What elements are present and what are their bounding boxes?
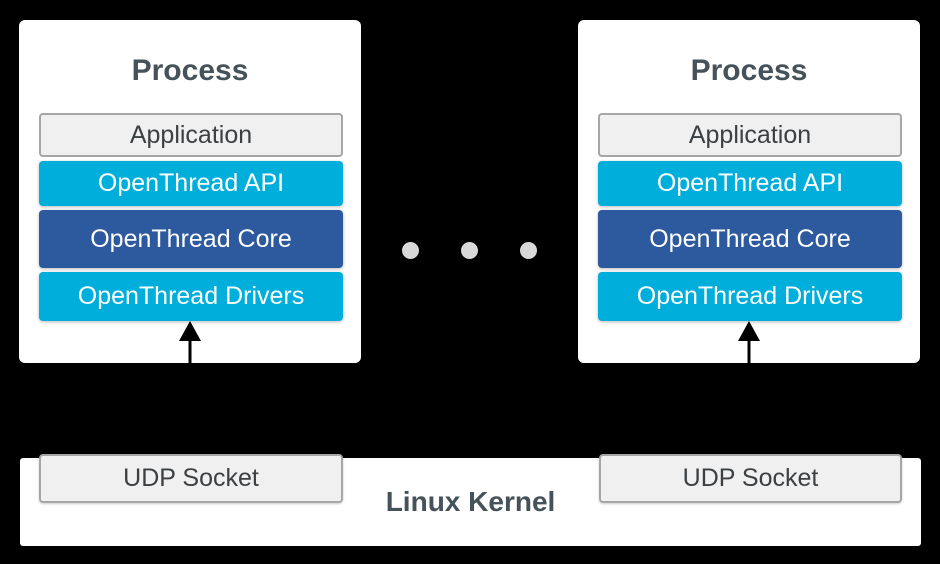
linux-kernel-bar: Linux Kernel UDP Socket UDP Socket xyxy=(20,454,921,546)
ellipsis-dots xyxy=(402,242,537,259)
process-card-right: Process Application OpenThread API OpenT… xyxy=(578,20,920,363)
layer-openthread-core: OpenThread Core xyxy=(598,210,902,268)
layer-openthread-drivers: OpenThread Drivers xyxy=(598,272,902,321)
udp-socket-left: UDP Socket xyxy=(39,454,343,503)
process-title: Process xyxy=(690,54,808,87)
layer-openthread-api: OpenThread API xyxy=(39,161,343,206)
ellipsis-dot xyxy=(402,242,419,259)
linux-kernel-label: Linux Kernel xyxy=(385,486,556,517)
layer-openthread-api: OpenThread API xyxy=(598,161,902,206)
layer-openthread-drivers: OpenThread Drivers xyxy=(39,272,343,321)
ellipsis-dot xyxy=(461,242,478,259)
process-title: Process xyxy=(131,54,249,87)
layer-application: Application xyxy=(598,113,902,157)
udp-socket-right: UDP Socket xyxy=(599,454,902,503)
layer-application: Application xyxy=(39,113,343,157)
process-card-left: Process Application OpenThread API OpenT… xyxy=(19,20,361,363)
layer-openthread-core: OpenThread Core xyxy=(39,210,343,268)
arrow-up-icon xyxy=(738,321,760,363)
arrow-up-icon xyxy=(179,321,201,363)
ellipsis-dot xyxy=(520,242,537,259)
